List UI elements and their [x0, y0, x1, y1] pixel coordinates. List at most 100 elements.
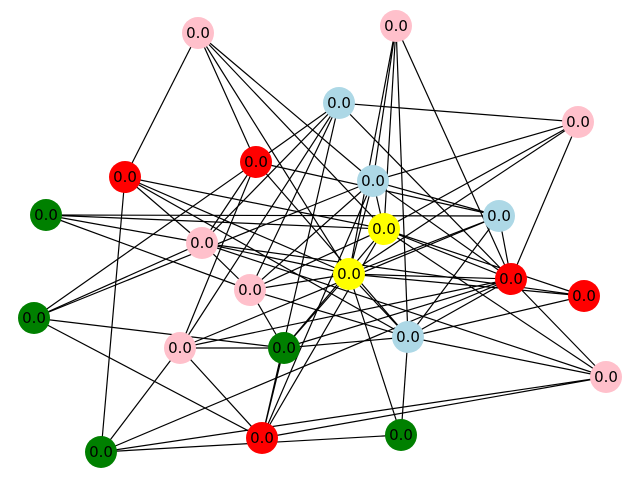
graph-node: 0.0 — [234, 274, 266, 306]
node-circle — [483, 200, 515, 232]
node-circle — [268, 332, 300, 364]
node-circle — [85, 436, 117, 468]
edge-n7-n9 — [45, 214, 500, 217]
graph-node: 0.0 — [268, 332, 300, 364]
edge-n9-n11 — [348, 215, 500, 275]
node-label: 0.0 — [244, 153, 268, 171]
node-circle — [182, 17, 214, 49]
edge-n2-n21 — [261, 102, 340, 439]
node-label: 0.0 — [487, 207, 511, 225]
node-label: 0.0 — [327, 94, 351, 112]
graph-node: 0.0 — [18, 302, 50, 334]
edge-n2-n17 — [179, 102, 340, 349]
edge-n4-n22 — [100, 176, 126, 453]
node-circle — [164, 332, 196, 364]
graph-node: 0.0 — [333, 258, 365, 290]
node-label: 0.0 — [190, 234, 214, 252]
edge-n8-n21 — [261, 228, 385, 439]
edge-n0-n8 — [197, 32, 385, 230]
node-circle — [18, 302, 50, 334]
edge-n16-n19 — [407, 336, 607, 378]
node-circle — [385, 419, 417, 451]
edge-n12-n22 — [100, 278, 512, 453]
edge-n17-n22 — [100, 347, 181, 453]
edge-n1-n8 — [383, 25, 397, 230]
node-label: 0.0 — [89, 443, 113, 461]
node-layer: 0.0 0.0 0.0 0.0 0.0 0.0 0.0 0.0 0.0 0.0 0.0 0.0 0.0 0… — [18, 10, 622, 468]
edge-n15-n21 — [33, 317, 263, 439]
edge-n1-n16 — [395, 25, 409, 338]
node-label: 0.0 — [396, 328, 420, 346]
graph-node: 0.0 — [568, 280, 600, 312]
graph-node: 0.0 — [246, 422, 278, 454]
node-circle — [30, 199, 62, 231]
edge-n17-n21 — [179, 347, 263, 439]
graph-node: 0.0 — [392, 321, 424, 353]
node-label: 0.0 — [272, 339, 296, 357]
node-circle — [186, 227, 218, 259]
node-label: 0.0 — [389, 426, 413, 444]
edge-n1-n6 — [372, 25, 397, 182]
edge-n8-n19 — [383, 228, 607, 378]
graph-node: 0.0 — [182, 17, 214, 49]
node-circle — [562, 106, 594, 138]
edge-n2-n3 — [338, 102, 579, 123]
edge-n0-n11 — [197, 32, 350, 275]
node-label: 0.0 — [22, 309, 46, 327]
node-circle — [590, 361, 622, 393]
node-label: 0.0 — [594, 368, 618, 386]
edge-n7-n13 — [45, 214, 251, 291]
edge-n2-n12 — [338, 102, 512, 280]
edge-n7-n10 — [45, 214, 203, 244]
graph-node: 0.0 — [495, 263, 527, 295]
graph-node: 0.0 — [357, 165, 389, 197]
node-circle — [246, 422, 278, 454]
edge-n16-n18 — [283, 336, 409, 349]
edge-n11-n14 — [348, 273, 585, 297]
edge-n10-n19 — [201, 242, 607, 378]
edge-n7-n8 — [45, 214, 385, 230]
graph-node: 0.0 — [562, 106, 594, 138]
edge-n12-n19 — [510, 278, 607, 378]
node-label: 0.0 — [372, 220, 396, 238]
graph-node: 0.0 — [240, 146, 272, 178]
edge-n1-n12 — [395, 25, 512, 280]
edge-n4-n10 — [124, 176, 203, 244]
graph-node: 0.0 — [590, 361, 622, 393]
node-label: 0.0 — [566, 113, 590, 131]
node-label: 0.0 — [113, 168, 137, 186]
node-circle — [109, 161, 141, 193]
edge-n19-n22 — [100, 376, 607, 453]
graph-node: 0.0 — [186, 227, 218, 259]
edge-n12-n16 — [407, 278, 512, 338]
node-circle — [368, 213, 400, 245]
edge-n13-n16 — [249, 289, 409, 338]
edge-n19-n21 — [261, 376, 607, 439]
graph-node: 0.0 — [109, 161, 141, 193]
edge-n0-n5 — [197, 32, 257, 163]
node-circle — [495, 263, 527, 295]
edge-n5-n10 — [201, 161, 257, 244]
node-label: 0.0 — [361, 172, 385, 190]
edge-n3-n11 — [348, 121, 579, 275]
edge-n6-n13 — [249, 180, 374, 291]
edge-n5-n15 — [33, 161, 257, 319]
node-label: 0.0 — [34, 206, 58, 224]
edge-n2-n13 — [249, 102, 340, 291]
graph-node: 0.0 — [380, 10, 412, 42]
edge-n14-n16 — [407, 295, 585, 338]
graph-node: 0.0 — [368, 213, 400, 245]
edge-n12-n18 — [283, 278, 512, 349]
graph-node: 0.0 — [30, 199, 62, 231]
node-label: 0.0 — [337, 265, 361, 283]
graph-node: 0.0 — [85, 436, 117, 468]
edge-n11-n13 — [249, 273, 350, 291]
edge-n15-n18 — [33, 317, 285, 349]
node-label: 0.0 — [572, 287, 596, 305]
edge-n12-n17 — [179, 278, 512, 349]
graph-node: 0.0 — [164, 332, 196, 364]
node-circle — [357, 165, 389, 197]
edge-n3-n12 — [510, 121, 579, 280]
edge-n11-n18 — [283, 273, 350, 349]
node-circle — [380, 10, 412, 42]
